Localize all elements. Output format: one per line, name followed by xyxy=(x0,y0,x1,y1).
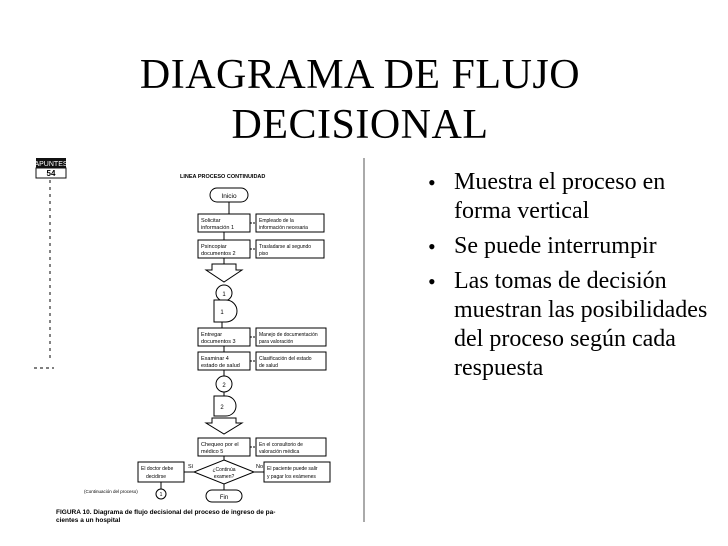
right-note-line-b: y pagar los exámenes xyxy=(267,474,316,480)
connector-1-label: 1 xyxy=(222,292,226,298)
delay-symbol xyxy=(213,299,238,323)
note-box-1 xyxy=(255,213,325,233)
note-box-2 xyxy=(255,239,325,259)
note-box-4 xyxy=(255,351,327,371)
bullet-dot-icon: • xyxy=(428,234,436,259)
left-note-line-b: decidirse xyxy=(146,474,166,480)
decision-line-a: ¿Continúa xyxy=(212,467,235,473)
note-4-line-a: Clasificación del estado xyxy=(259,356,312,362)
note-1-line-a: Empleado de la xyxy=(259,218,294,224)
step-5-line-b: médico 5 xyxy=(201,449,223,455)
note-3-line-a: Manejo de documentación xyxy=(259,332,318,338)
yes-label: Sí xyxy=(188,464,194,470)
connector-2-label: 2 xyxy=(222,383,226,389)
apuntes-number-box xyxy=(35,167,67,179)
right-note-box xyxy=(263,461,331,483)
note-3-line-b: para valoración xyxy=(259,339,293,345)
no-label: No xyxy=(256,464,263,470)
right-note-line-a: El paciente puede salir xyxy=(267,466,318,472)
continuation-label: (Continuación del proceso) xyxy=(84,489,138,494)
end-label: Fin xyxy=(220,495,228,501)
end-connector-circle xyxy=(155,488,167,500)
note-box-5 xyxy=(255,437,327,457)
step-5-line-a: Chequeo por el xyxy=(201,442,239,448)
flowchart-figure: APUNTES 54 LINEA PROCESO CONTINUIDAD Ini… xyxy=(30,150,370,530)
bullet-dot-icon: • xyxy=(428,170,436,195)
note-box-3 xyxy=(255,327,327,347)
flowchart-svg: APUNTES 54 LINEA PROCESO CONTINUIDAD Ini… xyxy=(34,158,365,524)
step-3-line-a: Entregar xyxy=(201,332,222,338)
step-4-line-a: Examinar 4 xyxy=(201,356,229,362)
note-5-line-a: En el consultorio de xyxy=(259,442,303,448)
step-2-line-b: documentos 2 xyxy=(201,251,236,257)
transport-arrow-1 xyxy=(204,263,244,283)
bullet-item: • Las tomas de decisión muestran las posi… xyxy=(422,267,712,383)
note-4-line-b: de salud xyxy=(259,363,278,369)
transport-arrow-2 xyxy=(204,417,244,435)
bullet-dot-icon: • xyxy=(428,269,436,294)
figure-header: LINEA PROCESO CONTINUIDAD xyxy=(180,174,265,180)
bullet-list: • Muestra el proceso en forma vertical • S… xyxy=(422,168,712,389)
apuntes-number: 54 xyxy=(47,169,56,178)
note-1-line-b: información necesaria xyxy=(259,225,308,231)
delay-label: 1 xyxy=(220,310,224,316)
delay-symbol-2 xyxy=(213,395,237,417)
end-connector-label: 1 xyxy=(160,492,163,498)
title-line-2: DECISIONAL xyxy=(231,102,489,148)
bullet-text: Muestra el proceso en forma vertical xyxy=(454,169,666,224)
note-2-line-b: piso xyxy=(259,251,268,257)
decision-line-b: examen? xyxy=(214,474,235,480)
apuntes-label: APUNTES xyxy=(34,161,67,168)
left-note-line-a: El doctor debe xyxy=(141,466,173,472)
step-4-line-b: estado de salud xyxy=(201,363,240,369)
caption-line-2: cientes a un hospital xyxy=(56,517,120,524)
start-label: Inicio xyxy=(221,193,237,200)
slide-title: DIAGRAMA DE FLUJO DECISIONAL xyxy=(90,50,630,150)
note-5-line-b: valoración médica xyxy=(259,449,300,455)
title-line-1: DIAGRAMA DE FLUJO xyxy=(139,52,581,98)
bullet-text: Se puede interrumpir xyxy=(454,233,657,259)
end-terminal xyxy=(205,489,243,503)
step-1-line-b: información 1 xyxy=(201,225,234,231)
step-1-line-a: Solicitar xyxy=(201,218,221,224)
bullet-item: • Muestra el proceso en forma vertical xyxy=(422,168,712,226)
note-2-line-a: Trasladarse al segundo xyxy=(259,244,311,250)
step-2-line-a: Psincopiar xyxy=(201,244,227,250)
bullet-item: • Se puede interrumpir xyxy=(422,232,712,261)
apuntes-tab xyxy=(36,158,66,168)
bullet-text: Las tomas de decisión muestran las posib… xyxy=(454,268,708,381)
delay-2-label: 2 xyxy=(220,405,224,411)
step-3-line-b: documentos 3 xyxy=(201,339,236,345)
caption-line-1: FIGURA 10. Diagrama de flujo decisional … xyxy=(56,509,275,516)
